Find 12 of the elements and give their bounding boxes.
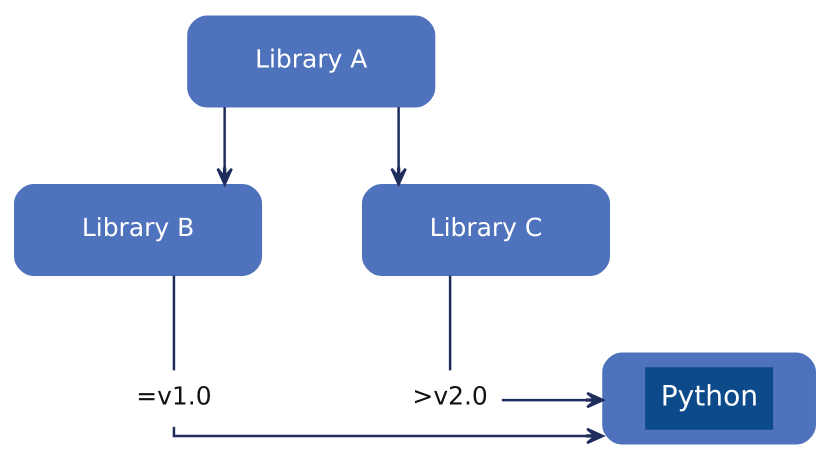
node-box: Library B — [14, 184, 262, 276]
node-box: Python — [602, 352, 816, 445]
arrow — [216, 107, 233, 186]
node-box: Library A — [187, 15, 436, 108]
arrow — [390, 107, 407, 186]
node-text: =v1.0 — [136, 381, 212, 410]
node-text: >v2.0 — [412, 381, 488, 410]
arrow — [502, 392, 604, 408]
arrow — [172, 426, 604, 444]
connector — [172, 276, 176, 370]
node-box: Library C — [362, 184, 610, 276]
connector — [448, 276, 452, 370]
